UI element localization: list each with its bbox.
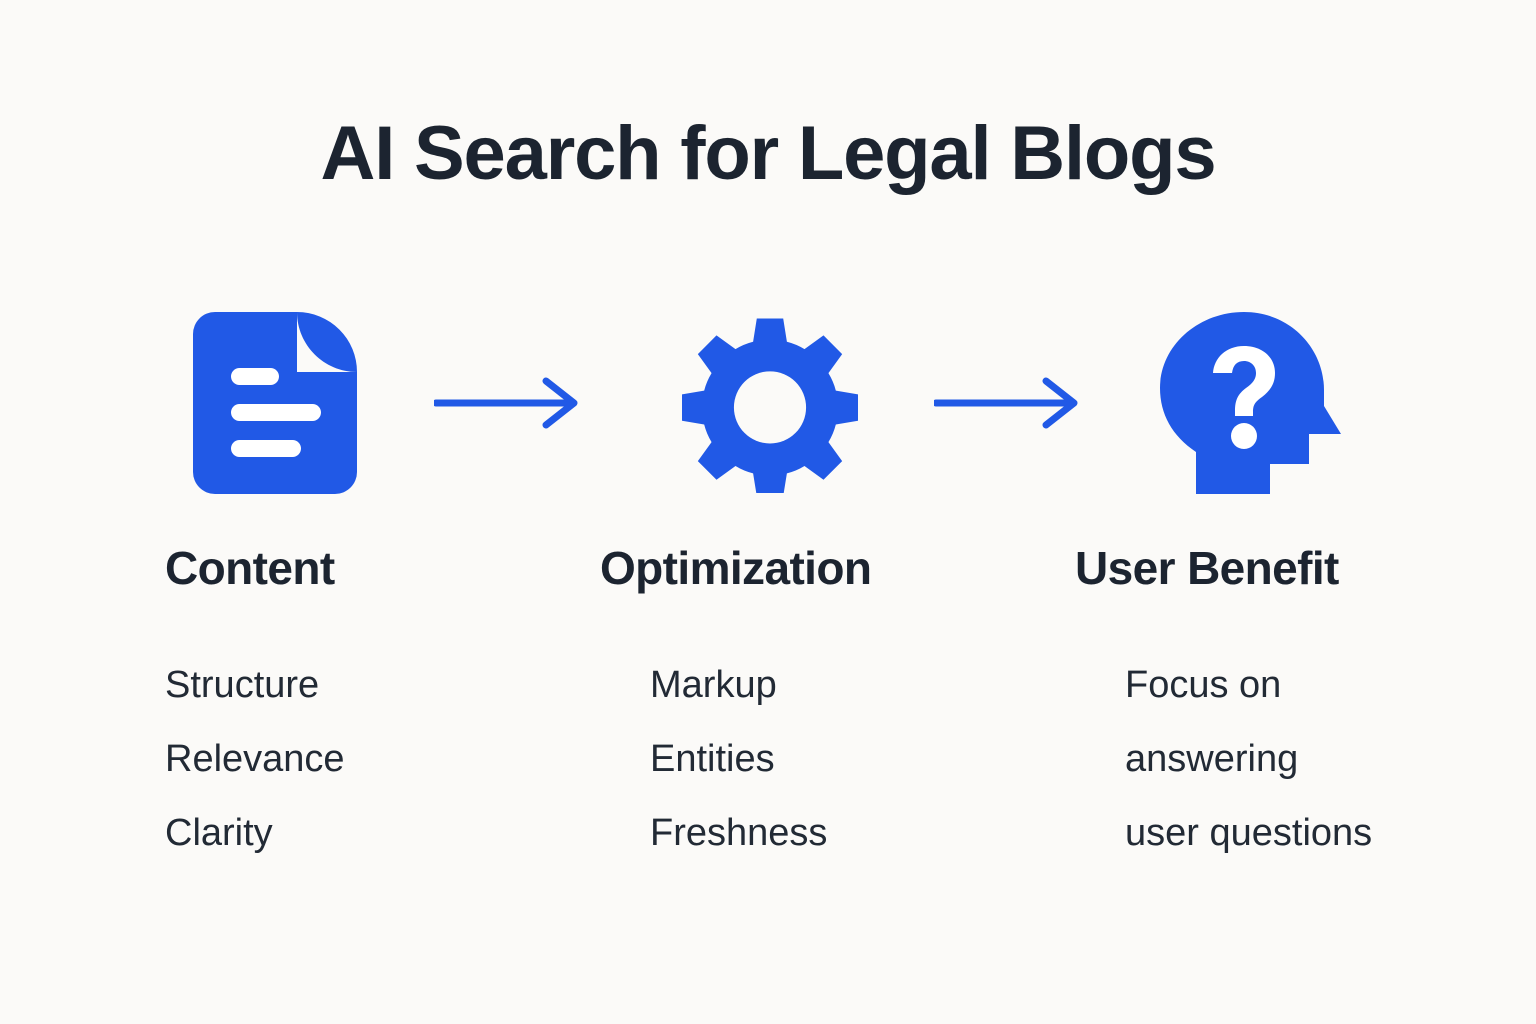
- step-3-icon-slot: [1150, 310, 1350, 500]
- list-item: Structure: [165, 664, 320, 706]
- list-item: Focus on: [1125, 664, 1282, 706]
- list-item: Freshness: [650, 812, 828, 854]
- page-title: AI Search for Legal Blogs: [320, 111, 1217, 196]
- list-item: Entities: [650, 738, 775, 780]
- document-icon: [193, 311, 357, 499]
- step-2-icon-slot: [675, 310, 865, 500]
- connector-2-slot: [925, 310, 1095, 500]
- arrow-right-icon: [432, 375, 586, 436]
- step-3-list: Focus on answering user questions: [1125, 648, 1372, 870]
- head-question-icon: [1158, 311, 1342, 499]
- step-1-icon-slot: [180, 310, 370, 500]
- step-3-heading: User Benefit: [1075, 542, 1339, 594]
- list-item: Relevance: [165, 738, 345, 780]
- arrow-right-icon: [932, 375, 1086, 436]
- step-2-list: Markup Entities Freshness: [650, 648, 827, 870]
- step-1-heading: Content: [165, 542, 335, 594]
- connector-1-slot: [425, 310, 595, 500]
- step-2-heading: Optimization: [600, 542, 872, 594]
- list-item: answering: [1125, 738, 1299, 780]
- list-item: user questions: [1125, 812, 1373, 854]
- icon-flow-row: [0, 310, 1536, 510]
- step-1-list: Structure Relevance Clarity: [165, 648, 345, 870]
- gear-icon: [682, 313, 858, 498]
- list-item: Markup: [650, 664, 777, 706]
- list-item: Clarity: [165, 812, 273, 854]
